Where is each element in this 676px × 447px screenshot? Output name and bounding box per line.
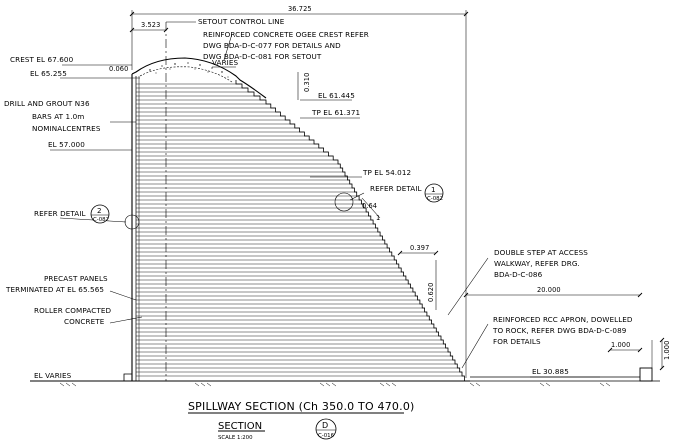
detail-ref-right: 1 C-082 — [424, 183, 444, 203]
dimension-ticks — [129, 11, 665, 371]
crest-el-label: CREST EL 67.600 — [10, 55, 74, 64]
leader-lines — [30, 21, 600, 382]
rcc-lift-lines — [136, 83, 465, 377]
section-letter: D — [322, 421, 328, 430]
rcc-note-1: ROLLER COMPACTED — [34, 306, 111, 315]
apron-note-1: REINFORCED RCC APRON, DOWELLED — [493, 315, 633, 324]
dimension-lines — [131, 10, 663, 378]
detail-ref-right-num: 1 — [431, 185, 436, 194]
detail-ref-right-sheet: C-082 — [427, 196, 443, 202]
drawing-title: SPILLWAY SECTION (Ch 350.0 TO 470.0) — [188, 400, 415, 413]
toe-block — [123, 373, 132, 381]
dim-slope-v: 1 — [376, 214, 380, 222]
dim-crest-rise: 0.310 — [303, 73, 311, 92]
el-varies-label: EL VARIES — [34, 371, 72, 380]
precast-note-2: TERMINATED AT EL 65.565 — [5, 285, 104, 294]
apron-note-3: FOR DETAILS — [493, 337, 541, 346]
setout-control-label: SETOUT CONTROL LINE — [198, 17, 285, 26]
annotation-text: 36.725 3.523 SETOUT CONTROL LINE REINFOR… — [4, 5, 671, 380]
section-label: SECTION — [218, 421, 262, 432]
varies-label: VARIES — [212, 58, 239, 67]
ogee-note-3: DWG BDA-D-C-081 FOR SETOUT — [203, 52, 322, 61]
precast-note-1: PRECAST PANELS — [44, 274, 108, 283]
dim-setout-offset: 3.523 — [141, 21, 160, 29]
dim-wall-height: 1.000 — [663, 341, 671, 360]
dim-apron-length: 20.000 — [537, 286, 561, 294]
refer-detail-left: REFER DETAIL — [34, 209, 86, 218]
step-note-1: DOUBLE STEP AT ACCESS — [494, 248, 588, 257]
dim-overall-width: 36.725 — [288, 5, 312, 13]
end-wall — [639, 367, 653, 382]
rcc-note-2: CONCRETE — [64, 317, 105, 326]
step-note-2: WALKWAY, REFER DRG. — [494, 259, 580, 268]
dam-body — [30, 22, 660, 387]
detail-ref-left-sheet: C-082 — [93, 217, 109, 223]
detail-ref-left-num: 2 — [97, 206, 102, 215]
ogee-crest-inner — [139, 66, 233, 83]
detail-ref-left: 2 C-082 — [90, 204, 110, 224]
title-block: SPILLWAY SECTION (Ch 350.0 TO 470.0) SEC… — [188, 400, 415, 441]
section-sheet: C-016 — [318, 433, 335, 439]
ogee-crest — [131, 57, 267, 99]
dim-step-height: 0.620 — [427, 283, 435, 302]
stepped-spillway-face — [235, 80, 465, 381]
ogee-note-2: DWG BDA-D-C-077 FOR DETAILS AND — [203, 41, 341, 50]
refer-detail-right: REFER DETAIL — [370, 184, 422, 193]
step-note-3: BDA-D-C-086 — [494, 270, 543, 279]
tp-54012-label: TP EL 54.012 — [362, 168, 411, 177]
el-65255-label: EL 65.255 — [30, 69, 67, 78]
drill-note-3: NOMINALCENTRES — [32, 124, 101, 133]
tp-61371-label: TP EL 61.371 — [311, 108, 360, 117]
detail-circles — [124, 192, 354, 230]
crest-hatching — [149, 62, 229, 78]
drill-note-1: DRILL AND GROUT N36 — [4, 99, 90, 108]
dim-step-width: 0.397 — [410, 244, 429, 252]
scale-label: SCALE 1:200 — [218, 435, 253, 441]
apron-note-2: TO ROCK, REFER DWG BDA-D-C-089 — [492, 326, 627, 335]
el-30885-label: EL 30.885 — [532, 367, 569, 376]
dim-slope-h: 0.64 — [362, 202, 377, 210]
dim-wall-width: 1.000 — [611, 341, 630, 349]
ogee-note-1: REINFORCED CONCRETE OGEE CREST REFER — [203, 30, 369, 39]
el-57000-label: EL 57.000 — [48, 140, 85, 149]
el-61445-label: EL 61.445 — [318, 91, 355, 100]
drill-note-2: BARS AT 1.0m — [32, 112, 84, 121]
dim-crest-lip: 0.060 — [109, 65, 128, 73]
detail-reference-bubbles: 1 C-082 2 C-082 — [90, 183, 444, 224]
ground-hatching — [59, 382, 611, 387]
